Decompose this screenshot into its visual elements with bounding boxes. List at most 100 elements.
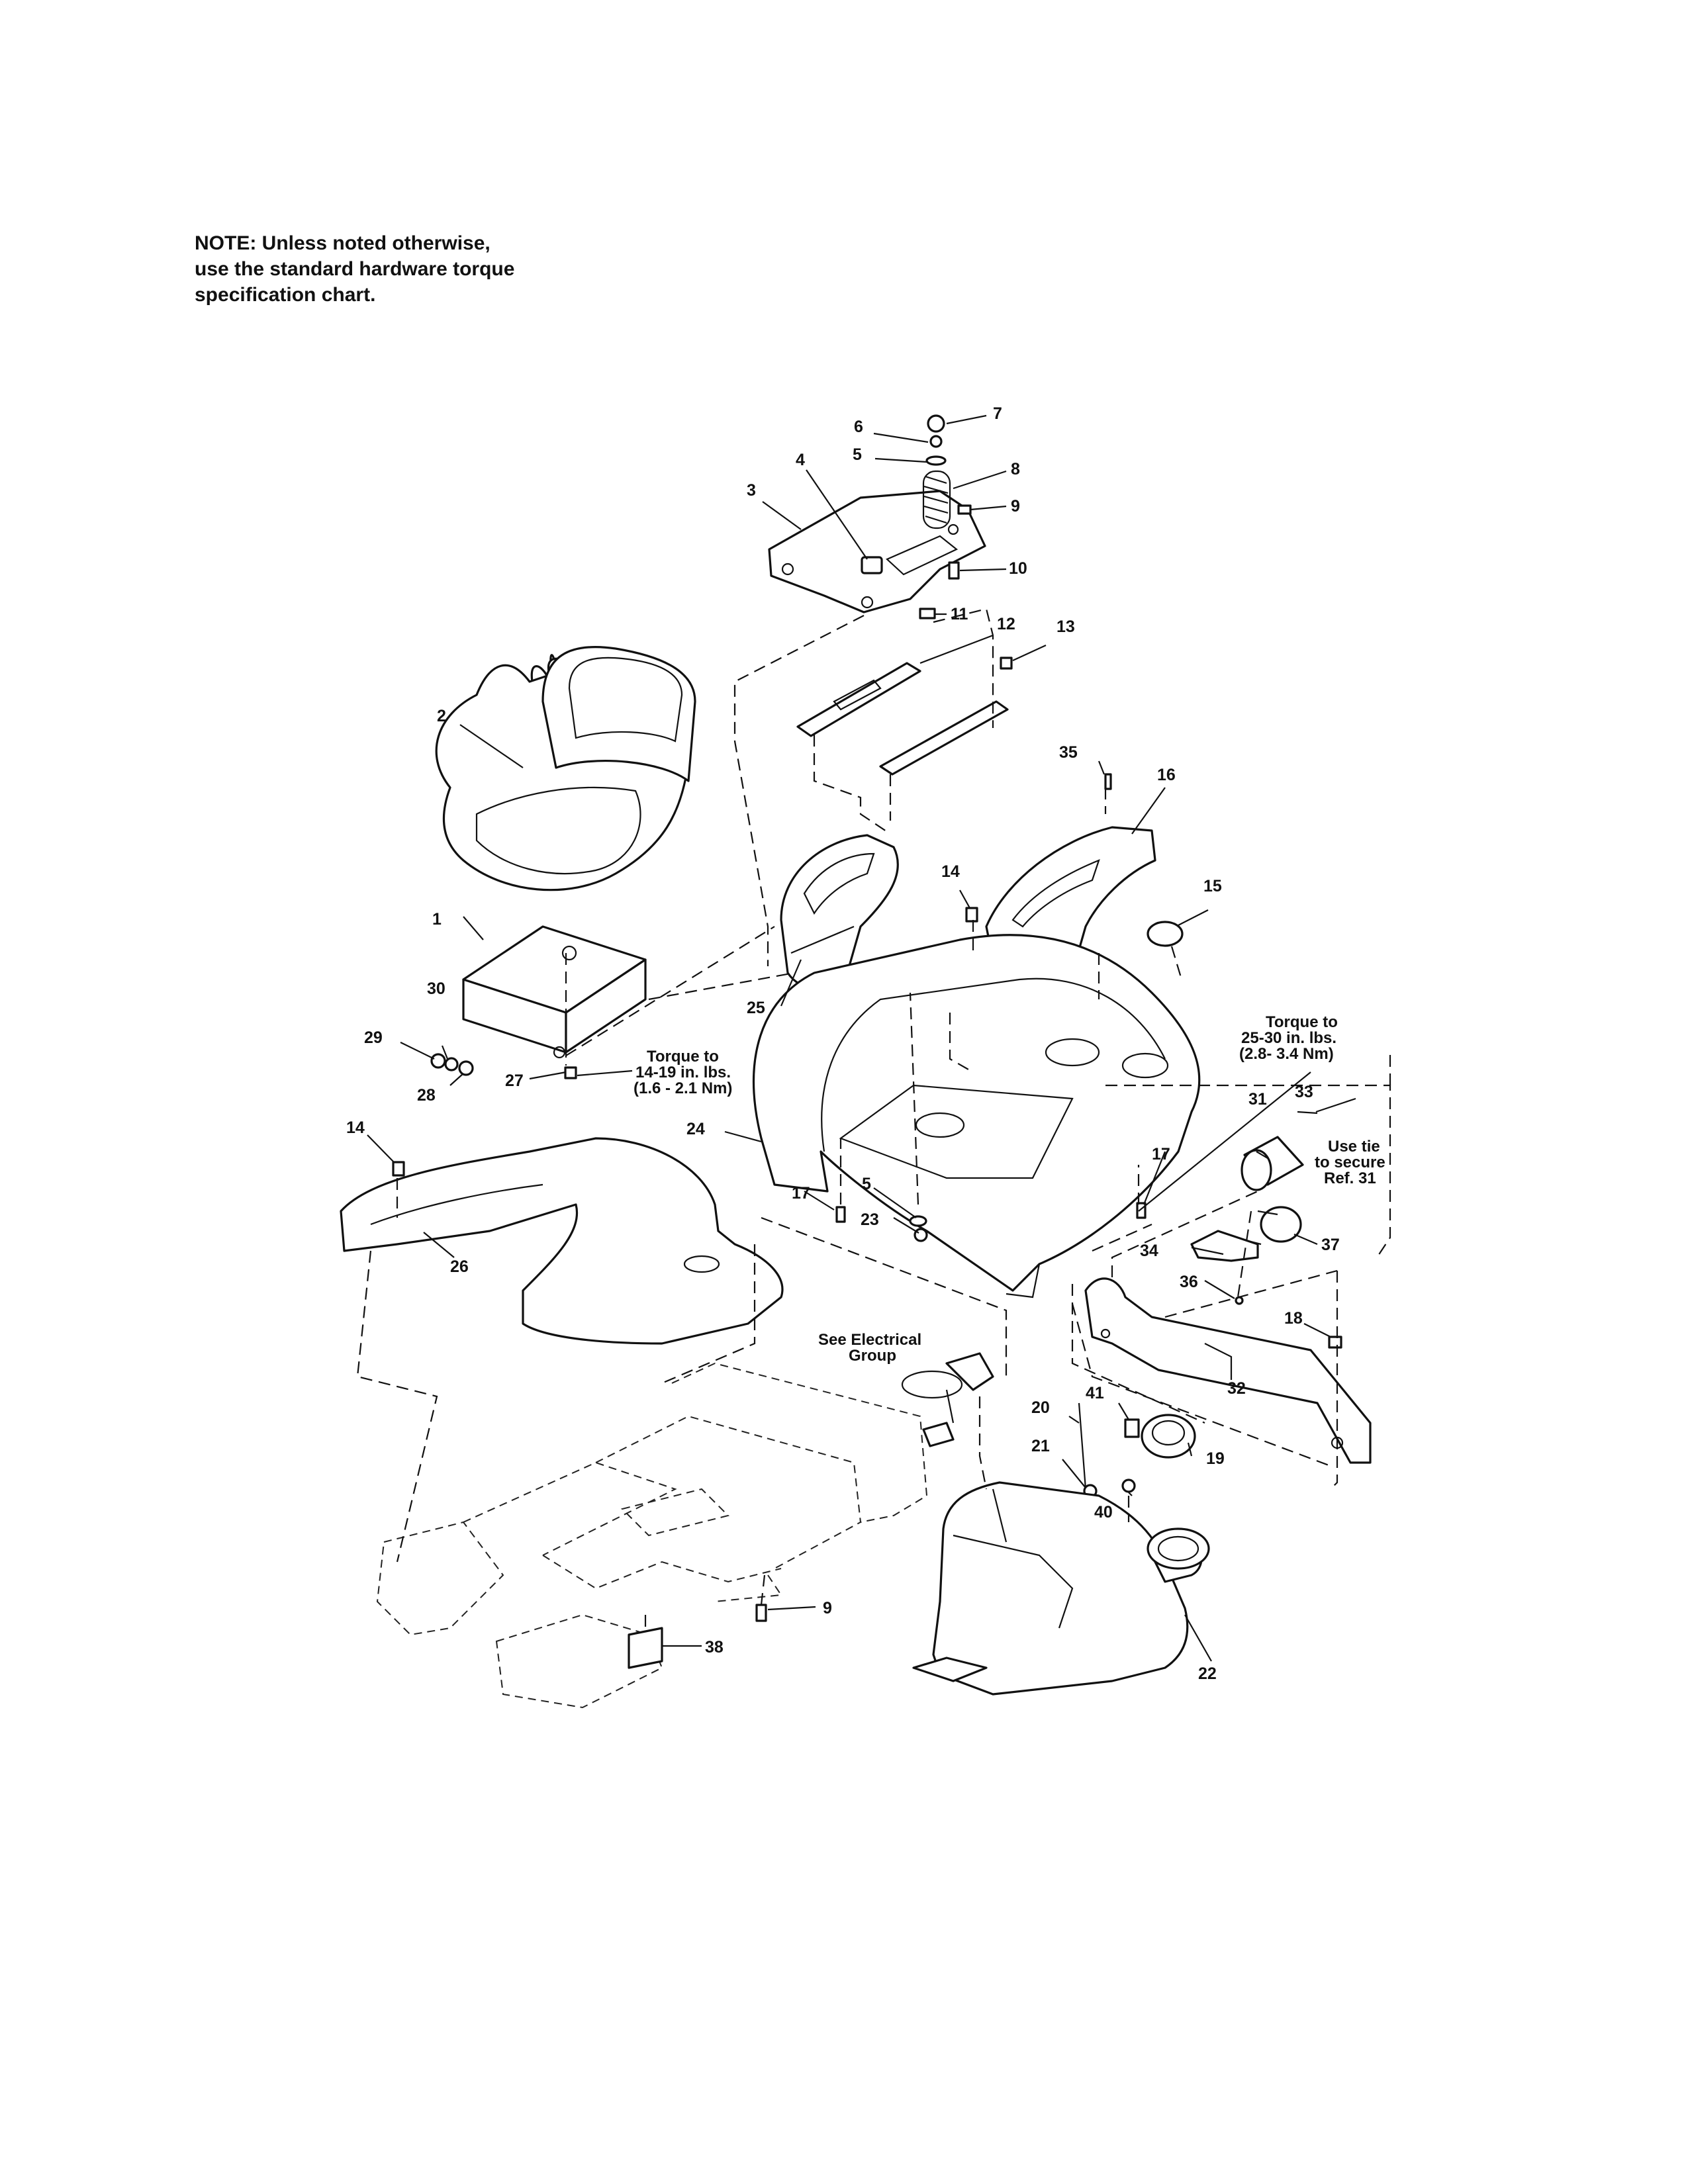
electrical-line-1: See Electrical xyxy=(818,1331,921,1349)
rod-part-20 xyxy=(1078,1402,1087,1490)
callout-20: 20 xyxy=(1031,1398,1050,1417)
callout-16: 16 xyxy=(1157,766,1176,784)
callout-9-top: 9 xyxy=(1011,497,1020,516)
footrest-panel-part-26 xyxy=(340,1137,784,1345)
use-tie-line-1: Use tie xyxy=(1328,1138,1380,1156)
electrical-switch xyxy=(901,1352,994,1447)
callout-19: 19 xyxy=(1206,1449,1225,1468)
seat-part-2 xyxy=(435,646,696,891)
callout-12: 12 xyxy=(997,615,1015,633)
callout-30: 30 xyxy=(427,979,445,998)
callout-11: 11 xyxy=(951,605,968,623)
callout-22: 22 xyxy=(1198,1664,1217,1683)
callout-32: 32 xyxy=(1227,1379,1246,1398)
callout-7: 7 xyxy=(993,404,1002,423)
screw-part-14-left xyxy=(392,1161,405,1177)
callout-26: 26 xyxy=(450,1257,469,1276)
callout-4: 4 xyxy=(796,451,805,469)
electrical-line-2: Group xyxy=(849,1347,896,1365)
use-tie-line-2: to secure xyxy=(1315,1154,1385,1171)
torque-note-seat: Torque to 14-19 in. lbs. (1.6 - 2.1 Nm) xyxy=(633,1048,732,1097)
callout-35: 35 xyxy=(1059,743,1078,762)
screw-part-17-left xyxy=(835,1206,846,1223)
callout-21: 21 xyxy=(1031,1437,1050,1455)
use-tie-note: Use tie to secure Ref. 31 xyxy=(1315,1138,1385,1187)
nut-part-28 xyxy=(458,1060,474,1076)
nut-part-18 xyxy=(1328,1336,1342,1349)
callout-6: 6 xyxy=(854,418,863,436)
torque-note: NOTE: Unless noted otherwise, use the st… xyxy=(195,230,605,308)
callout-23: 23 xyxy=(861,1210,879,1229)
callout-8: 8 xyxy=(1011,460,1020,478)
fuel-tank-part-22 xyxy=(912,1481,1210,1696)
screw-part-35 xyxy=(1104,773,1112,790)
callout-17-left: 17 xyxy=(792,1184,810,1203)
nut-part-13 xyxy=(1000,657,1013,670)
callout-numbers: 1 2 3 4 5 6 7 8 9 10 11 12 13 14 15 16 3… xyxy=(346,404,1340,1683)
callout-36: 36 xyxy=(1180,1273,1198,1291)
callout-15: 15 xyxy=(1203,877,1222,895)
seat-pan-part-3 xyxy=(768,490,986,614)
fender-part-24 xyxy=(753,934,1201,1298)
washer-part-40 xyxy=(1121,1479,1136,1493)
callout-34: 34 xyxy=(1140,1242,1158,1260)
callout-13: 13 xyxy=(1056,617,1075,636)
callout-14-left: 14 xyxy=(346,1118,365,1137)
nut-part-23 xyxy=(914,1228,928,1242)
callout-17-right: 17 xyxy=(1152,1145,1170,1163)
torque-fender-line-2: 25-30 in. lbs. xyxy=(1241,1029,1336,1047)
bolt-part-27 xyxy=(564,1066,577,1079)
callout-29: 29 xyxy=(364,1028,383,1047)
electrical-group-note: See Electrical Group xyxy=(818,1331,921,1365)
washer-part-5-lower xyxy=(909,1215,927,1227)
callout-38: 38 xyxy=(705,1638,724,1657)
callout-41: 41 xyxy=(1086,1384,1104,1402)
callout-1: 1 xyxy=(432,910,442,929)
callout-40: 40 xyxy=(1094,1503,1113,1522)
bolt-part-9-top xyxy=(957,504,972,515)
torque-fender-line-1: Torque to xyxy=(1266,1013,1338,1031)
screw-part-14-upper xyxy=(965,907,978,923)
callout-25: 25 xyxy=(747,999,765,1017)
tie-part-33 xyxy=(1315,1097,1356,1113)
fitting-part-41 xyxy=(1124,1418,1140,1438)
fuel-filter-part-31 xyxy=(1241,1136,1304,1191)
bracket-part-34 xyxy=(1190,1230,1259,1262)
washer-part-30 xyxy=(444,1057,459,1071)
leader-lines xyxy=(367,414,1331,1662)
washer-part-5-top xyxy=(925,455,947,466)
seat-rails-part-12 xyxy=(796,662,1009,776)
callout-33: 33 xyxy=(1295,1083,1313,1101)
callout-3: 3 xyxy=(747,481,756,500)
seat-base-part-1 xyxy=(462,925,647,1059)
note-line-2: use the standard hardware torque xyxy=(195,258,515,280)
use-tie-line-3: Ref. 31 xyxy=(1324,1169,1376,1187)
callout-24: 24 xyxy=(686,1120,705,1138)
spring-part-8 xyxy=(922,470,951,529)
note-line-1: NOTE: Unless noted otherwise, xyxy=(195,232,491,254)
callout-14-upper: 14 xyxy=(941,862,960,881)
washer-part-29 xyxy=(430,1053,446,1069)
nut-part-6 xyxy=(929,435,943,448)
callout-9-lower: 9 xyxy=(823,1599,832,1617)
callout-5-top: 5 xyxy=(853,445,862,464)
callout-10: 10 xyxy=(1009,559,1027,578)
callout-28: 28 xyxy=(417,1086,436,1105)
decal-part-38 xyxy=(628,1627,663,1669)
callout-31: 31 xyxy=(1248,1090,1267,1109)
callout-37: 37 xyxy=(1321,1236,1340,1254)
adjust-knob-part-4 xyxy=(861,556,883,574)
bolt-part-11 xyxy=(919,608,936,619)
nut-part-7 xyxy=(927,414,945,433)
grommet-part-15 xyxy=(1147,921,1184,947)
fuel-cap-part-19 xyxy=(1141,1414,1196,1459)
tractor-frame xyxy=(376,1362,928,1709)
callout-5-lower: 5 xyxy=(862,1175,871,1193)
torque-seat-line-2: 14-19 in. lbs. xyxy=(635,1064,731,1081)
fender-cover-left-part-25 xyxy=(780,834,899,989)
callout-18: 18 xyxy=(1284,1309,1303,1328)
bolt-part-10 xyxy=(948,561,960,580)
note-line-3: specification chart. xyxy=(195,284,376,306)
